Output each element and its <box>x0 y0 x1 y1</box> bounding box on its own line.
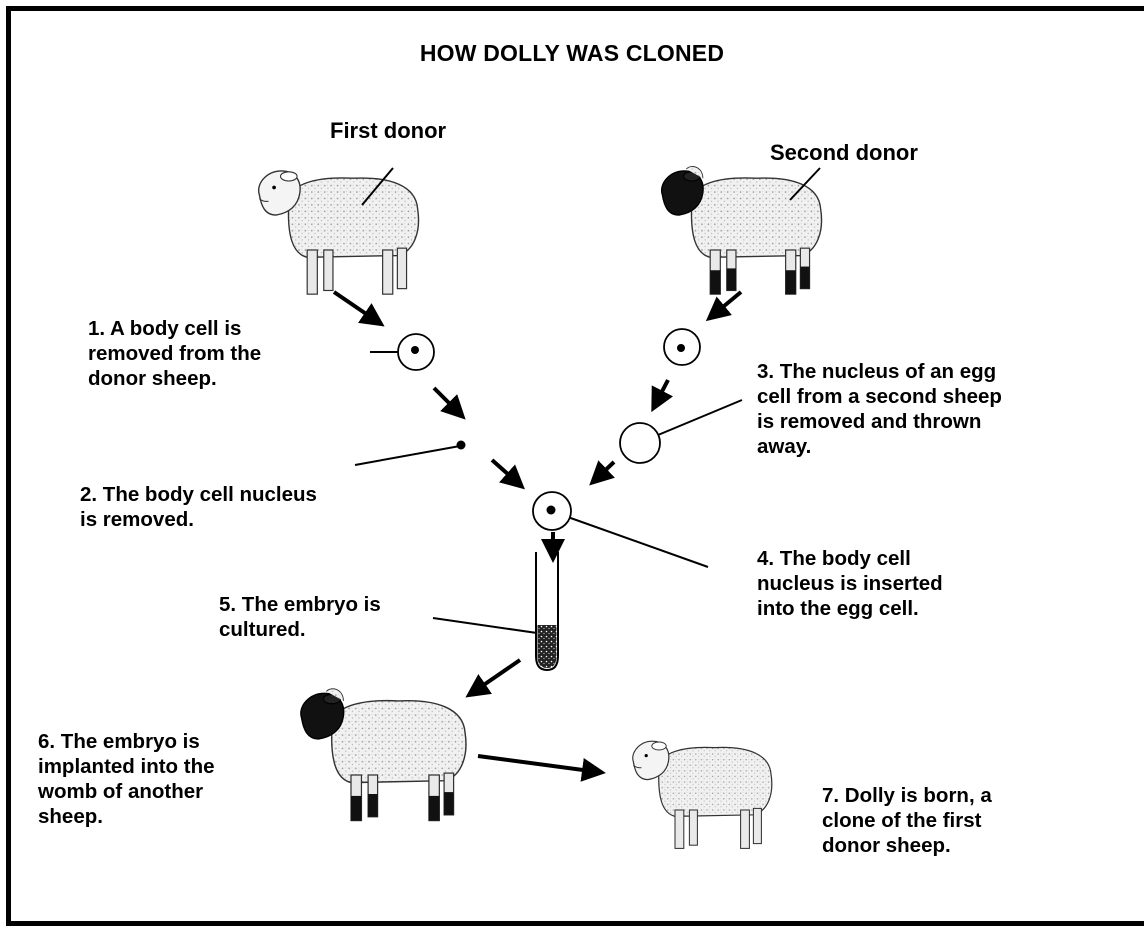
first-donor-sheep <box>257 170 420 295</box>
first-donor-label: First donor <box>330 118 447 143</box>
step-3-label: 3. The nucleus of an egg cell from a sec… <box>757 360 1002 458</box>
surrogate-sheep <box>300 688 467 822</box>
diagram-title: HOW DOLLY WAS CLONED <box>419 40 725 66</box>
step-4-pointer <box>564 515 709 568</box>
arrow-enucleated-to-fused <box>589 460 616 486</box>
body-cell-icon <box>397 333 435 371</box>
extracted-nucleus-icon <box>456 440 466 450</box>
enucleated-egg-icon <box>619 422 661 464</box>
arrow-donor1-to-cell <box>332 290 385 327</box>
fused-cell-icon <box>532 491 572 531</box>
step-4-label: 4. The body cell nucleus is inserted int… <box>757 547 943 620</box>
arrow-cell-to-nucleus <box>432 386 466 420</box>
step-2-label: 2. The body cell nucleus is removed. <box>80 483 317 531</box>
step-3-pointer <box>645 399 743 441</box>
step-2-pointer <box>354 445 461 466</box>
test-tube-icon <box>535 552 559 672</box>
arrow-tube-to-surrogate <box>465 658 522 698</box>
arrow-nucleus-to-egg <box>490 458 525 490</box>
arrow-surrogate-to-dolly <box>477 754 606 782</box>
arrow-egg-to-enucleated <box>651 379 674 413</box>
step-5-label: 5. The embryo is cultured. <box>219 593 381 641</box>
step-7-label: 7. Dolly is born, a clone of the first d… <box>822 784 992 857</box>
first-donor-pointer <box>361 167 394 206</box>
step-6-label: 6. The embryo is implanted into the womb… <box>38 730 215 828</box>
second-donor-label: Second donor <box>770 140 918 165</box>
egg-cell-icon <box>663 328 701 366</box>
step-5-pointer <box>432 617 538 634</box>
dolly-sheep <box>632 740 773 850</box>
second-donor-sheep <box>660 165 823 295</box>
second-donor-pointer <box>789 167 821 201</box>
arrow-donor2-to-egg <box>705 290 743 322</box>
step-1-label: 1. A body cell is removed from the donor… <box>88 317 262 390</box>
